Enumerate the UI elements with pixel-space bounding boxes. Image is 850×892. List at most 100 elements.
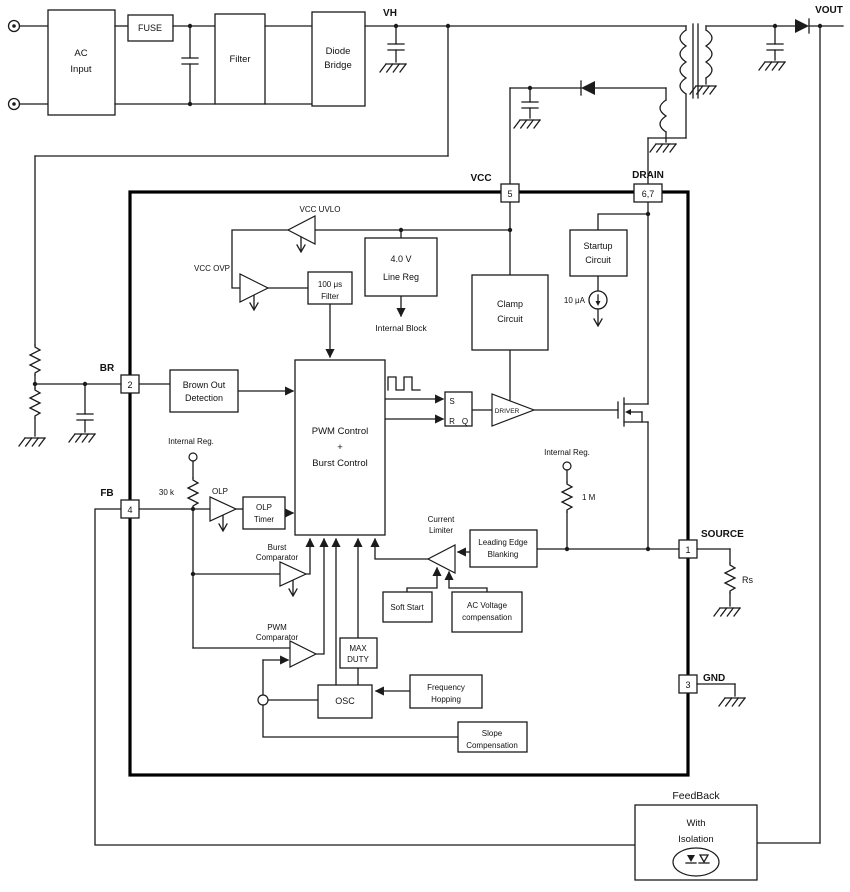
x-capacitor-icon	[181, 57, 199, 65]
olp-comparator-icon	[209, 496, 238, 522]
internal-reg-terminal-icon	[562, 461, 572, 471]
hv-rail	[34, 23, 687, 346]
pwm-comparator-icon	[289, 640, 318, 668]
svg-text:Leading Edge: Leading Edge	[478, 538, 528, 547]
svg-text:AC Voltage: AC Voltage	[467, 601, 508, 610]
vcc-ovp-comparator-icon	[239, 273, 270, 303]
ac-input-section	[7, 9, 366, 116]
aux-winding-icon	[659, 99, 668, 133]
svg-text:100 μs: 100 μs	[318, 280, 342, 289]
r30k-label: 30 k	[159, 488, 175, 497]
vout-label: VOUT	[815, 5, 843, 16]
divider-resistor-top-icon	[29, 344, 41, 376]
ac-comp-block	[451, 591, 523, 633]
pulse-waveform-icon	[387, 376, 421, 391]
current-source-10ua-icon	[588, 290, 608, 310]
slope-comp-block	[457, 721, 528, 753]
svg-text:Slope: Slope	[482, 729, 503, 738]
pin-vcc	[500, 183, 520, 203]
rs-label: Rs	[742, 575, 753, 585]
summing-node-icon	[257, 694, 269, 706]
olp-timer-block	[242, 496, 286, 530]
feedback-title: FeedBack	[672, 790, 720, 802]
rs-resistor-icon	[724, 562, 736, 594]
pwm-control-block	[294, 359, 386, 536]
svg-text:1: 1	[685, 545, 690, 555]
burst-comparator-icon	[279, 561, 308, 587]
svg-text:DUTY: DUTY	[347, 655, 369, 664]
svg-text:Burst Control: Burst Control	[312, 458, 367, 469]
resistor-30k-icon	[187, 477, 199, 509]
fuse-label: FUSE	[138, 23, 162, 33]
mosfet-body-arrow-icon	[625, 409, 631, 415]
svg-text:2: 2	[127, 380, 132, 390]
driver-label: DRIVER	[495, 408, 520, 415]
internal-reg-label-left: Internal Reg.	[168, 437, 214, 446]
svg-text:Brown Out: Brown Out	[183, 380, 226, 390]
pin-br	[120, 374, 140, 394]
current-limiter-comparator-icon	[426, 544, 456, 574]
diode-bridge-block	[311, 11, 366, 107]
latch-q-label: Q	[462, 417, 468, 426]
leb-block	[469, 529, 538, 568]
svg-text:6,7: 6,7	[642, 189, 655, 199]
drain-pin-label: DRAIN	[632, 170, 664, 181]
svg-text:Blanking: Blanking	[488, 550, 519, 559]
filter-label: Filter	[229, 54, 250, 65]
soft-start-label: Soft Start	[390, 603, 424, 612]
ground-icon	[513, 119, 541, 129]
svg-text:Comparator: Comparator	[256, 633, 299, 642]
vh-label: VH	[383, 8, 397, 19]
svg-text:compensation: compensation	[462, 613, 512, 622]
source-pin-label: SOURCE	[701, 529, 744, 540]
svg-text:Bridge: Bridge	[324, 60, 351, 71]
svg-text:4.0 V: 4.0 V	[390, 254, 411, 264]
svg-text:Circuit: Circuit	[585, 255, 611, 265]
feedback-isolation: FeedBack With Isolation	[634, 790, 758, 881]
pin-drain	[633, 183, 663, 203]
svg-text:Frequency: Frequency	[427, 683, 465, 692]
svg-text:Current: Current	[428, 515, 455, 524]
ac-input-block	[47, 9, 116, 116]
svg-text:With: With	[687, 818, 706, 829]
ground-icon	[649, 143, 677, 153]
vcc-supply	[509, 80, 667, 185]
gnd-pin-label: GND	[703, 673, 725, 684]
internal-wires	[138, 201, 680, 738]
svg-text:Compensation: Compensation	[466, 741, 518, 750]
pin-fb	[120, 499, 140, 519]
svg-text:Line Reg: Line Reg	[383, 272, 419, 282]
startup-block	[569, 229, 628, 277]
internal-reg-terminal-icon	[188, 452, 198, 462]
filter-100us-block	[307, 271, 353, 305]
svg-text:Filter: Filter	[321, 292, 339, 301]
svg-text:Detection: Detection	[185, 393, 223, 403]
svg-text:5: 5	[507, 189, 512, 199]
fb-external-wire	[94, 508, 636, 846]
source-sense-network	[696, 548, 746, 707]
ac-input-label: AC	[74, 48, 87, 59]
svg-text:Isolation: Isolation	[678, 834, 713, 845]
svg-text:Input: Input	[70, 64, 91, 75]
r1m-label: 1 M	[582, 493, 596, 502]
freq-hopping-block	[409, 674, 483, 709]
line-reg-block	[364, 237, 438, 297]
ground-icon	[379, 63, 407, 73]
br-capacitor-icon	[76, 413, 94, 421]
svg-text:+: +	[337, 442, 343, 453]
latch-r-label: R	[449, 417, 455, 426]
br-pin-label: BR	[100, 363, 115, 374]
ground-icon	[689, 85, 717, 95]
vcc-diode-icon	[581, 81, 595, 95]
svg-text:PWM: PWM	[267, 623, 287, 632]
vcc-pin-label: VCC	[470, 173, 491, 184]
current-10ua-label: 10 μA	[564, 296, 586, 305]
ground-icon	[718, 697, 746, 707]
vcc-uvlo-label: VCC UVLO	[300, 205, 341, 214]
latch-s-label: S	[449, 397, 454, 406]
svg-text:OLP: OLP	[256, 503, 272, 512]
transformer	[647, 23, 717, 185]
ic-pins: 5 6,7 2 4 1 3 VCC DRAIN BR FB SOURCE GND	[100, 170, 744, 694]
